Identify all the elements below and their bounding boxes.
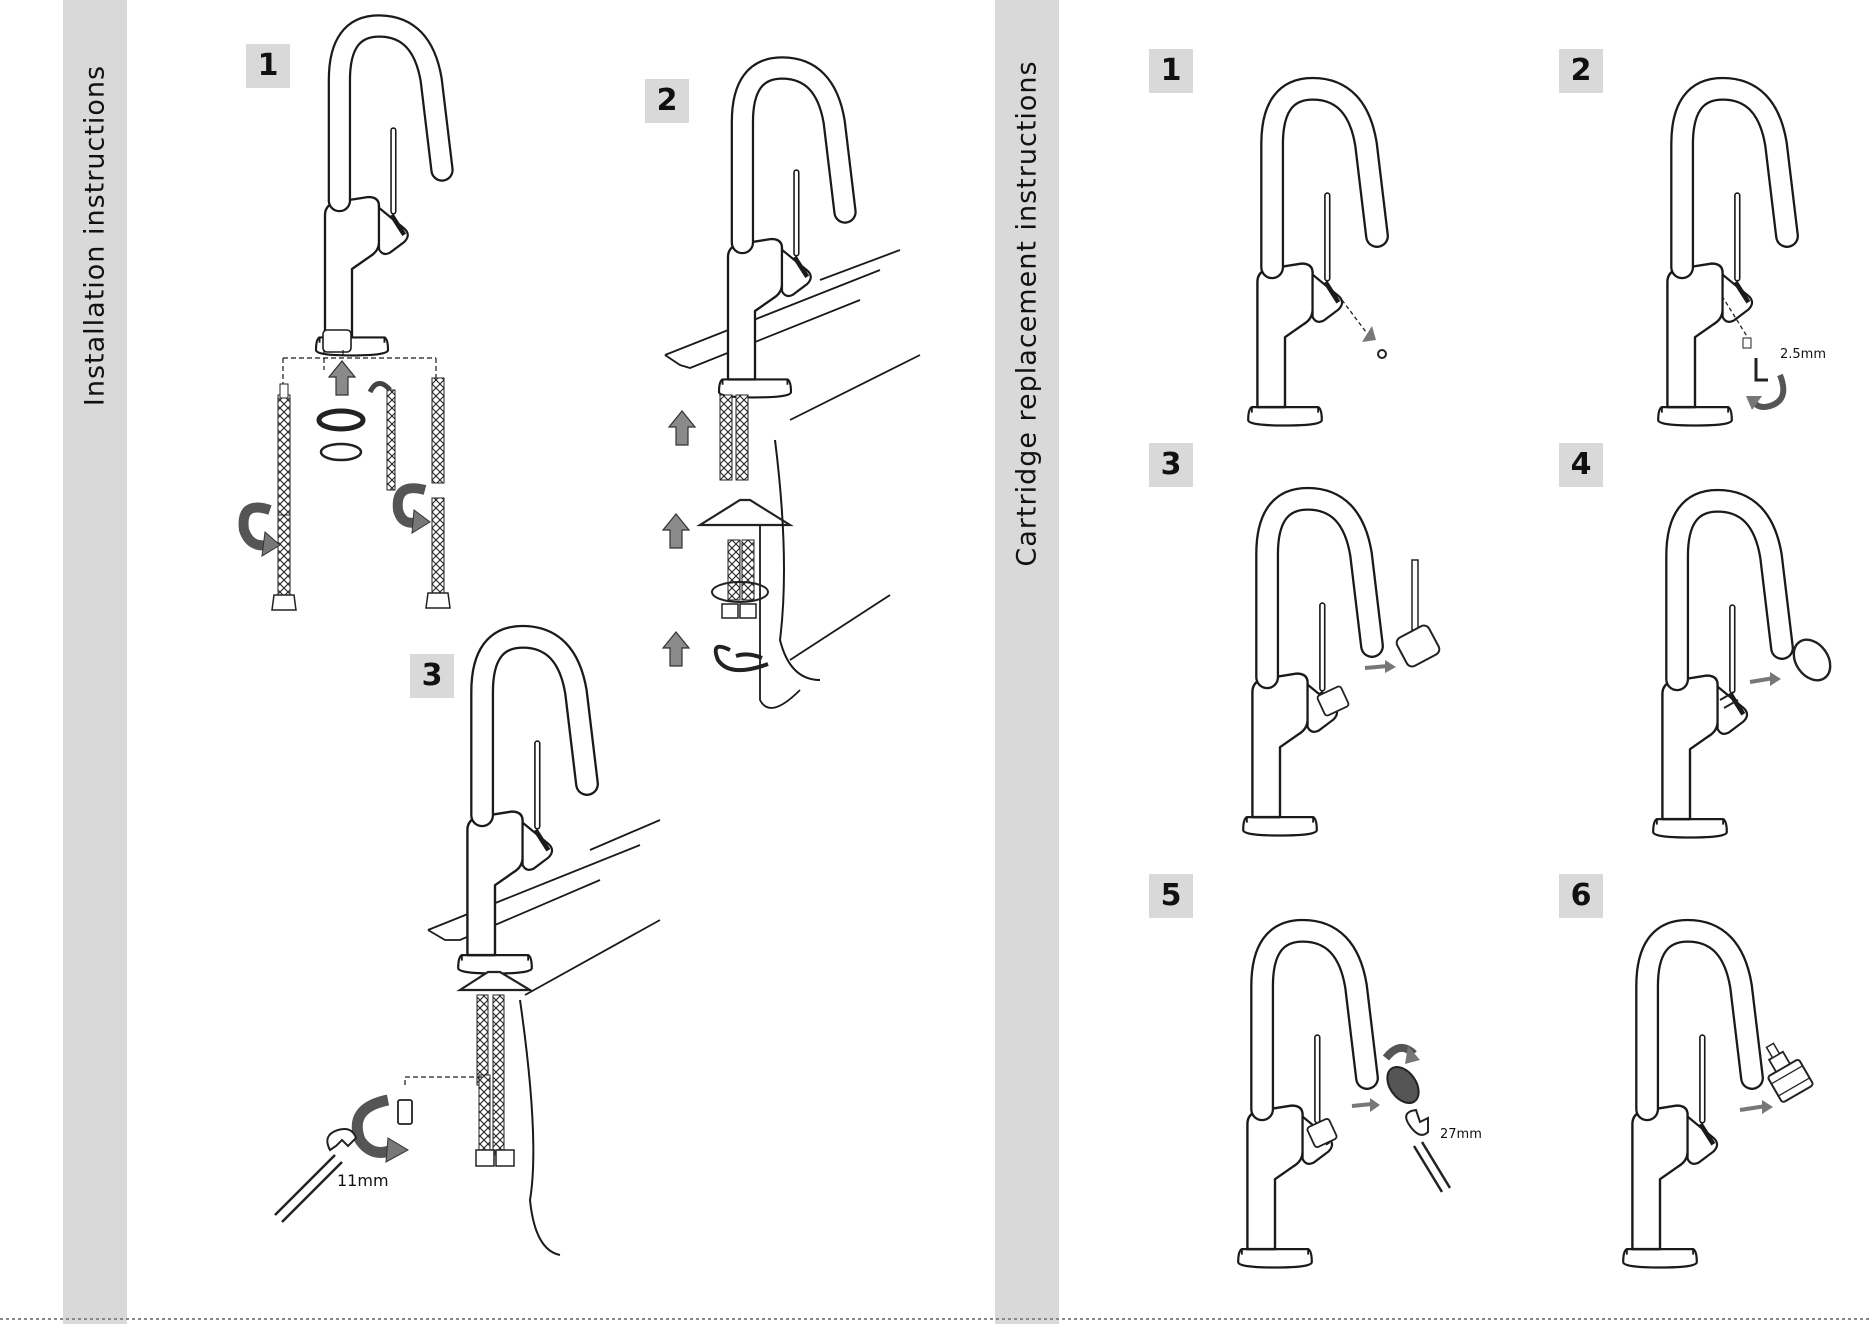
- cartridge-step-3-illustration: [1243, 499, 1441, 836]
- cartridge-step-2-tool-label: 2.5mm: [1780, 347, 1826, 362]
- cartridge-step-4-illustration: [1653, 501, 1838, 838]
- cartridge-step-6-illustration: [1620, 931, 1814, 1268]
- cartridge-step-5-illustration: 27mm: [1238, 931, 1482, 1268]
- cartridge-step-5-tool-label: 27mm: [1440, 1127, 1482, 1142]
- install-step-1-illustration: [244, 26, 450, 610]
- install-step-3-tool-label: 11mm: [337, 1171, 389, 1190]
- install-step-3-illustration: 11mm: [275, 637, 660, 1255]
- install-step-2-illustration: [663, 68, 920, 708]
- cartridge-step-2-illustration: 2.5mm: [1658, 89, 1826, 426]
- cartridge-step-1-illustration: [1248, 89, 1386, 426]
- page-bottom-rule: [0, 1318, 1872, 1320]
